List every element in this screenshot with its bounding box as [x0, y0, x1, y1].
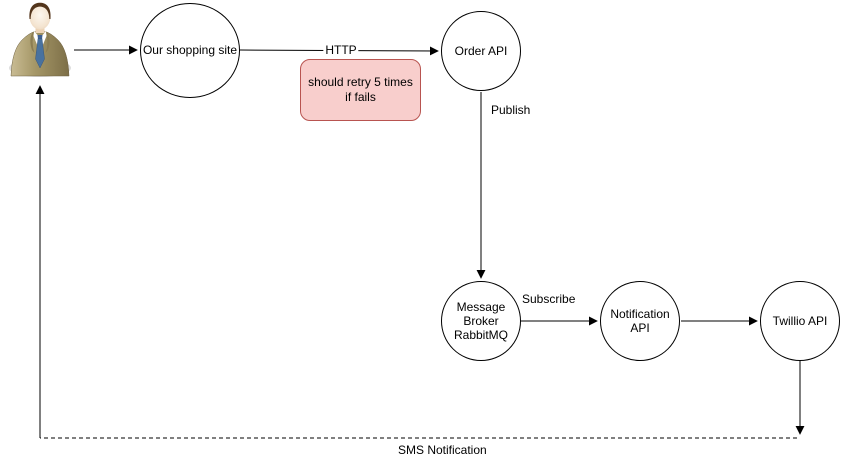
node-message-broker: Message Broker RabbitMQ — [441, 281, 521, 361]
node-shopping-site: Our shopping site — [140, 3, 240, 98]
node-message-broker-label: Message Broker RabbitMQ — [453, 299, 509, 343]
node-shopping-site-label: Our shopping site — [142, 43, 238, 58]
edge-label-publish: Publish — [491, 103, 531, 117]
retry-note-text: should retry 5 times if fails — [308, 75, 413, 104]
edge-label-subscribe: Subscribe — [522, 292, 576, 306]
node-twillio-api: Twillio API — [760, 281, 840, 361]
node-twillio-api-label: Twillio API — [772, 313, 828, 328]
node-notification-api: Notification API — [600, 281, 680, 361]
retry-note: should retry 5 times if fails — [300, 59, 421, 121]
node-order-api: Order API — [441, 11, 521, 91]
businessman-icon — [9, 2, 71, 77]
user-actor — [8, 2, 72, 78]
node-notification-api-label: Notification API — [610, 306, 670, 335]
edge-label-sms-notification: SMS Notification — [398, 443, 487, 457]
node-order-api-label: Order API — [454, 43, 508, 58]
edge-label-http: HTTP — [323, 43, 359, 57]
